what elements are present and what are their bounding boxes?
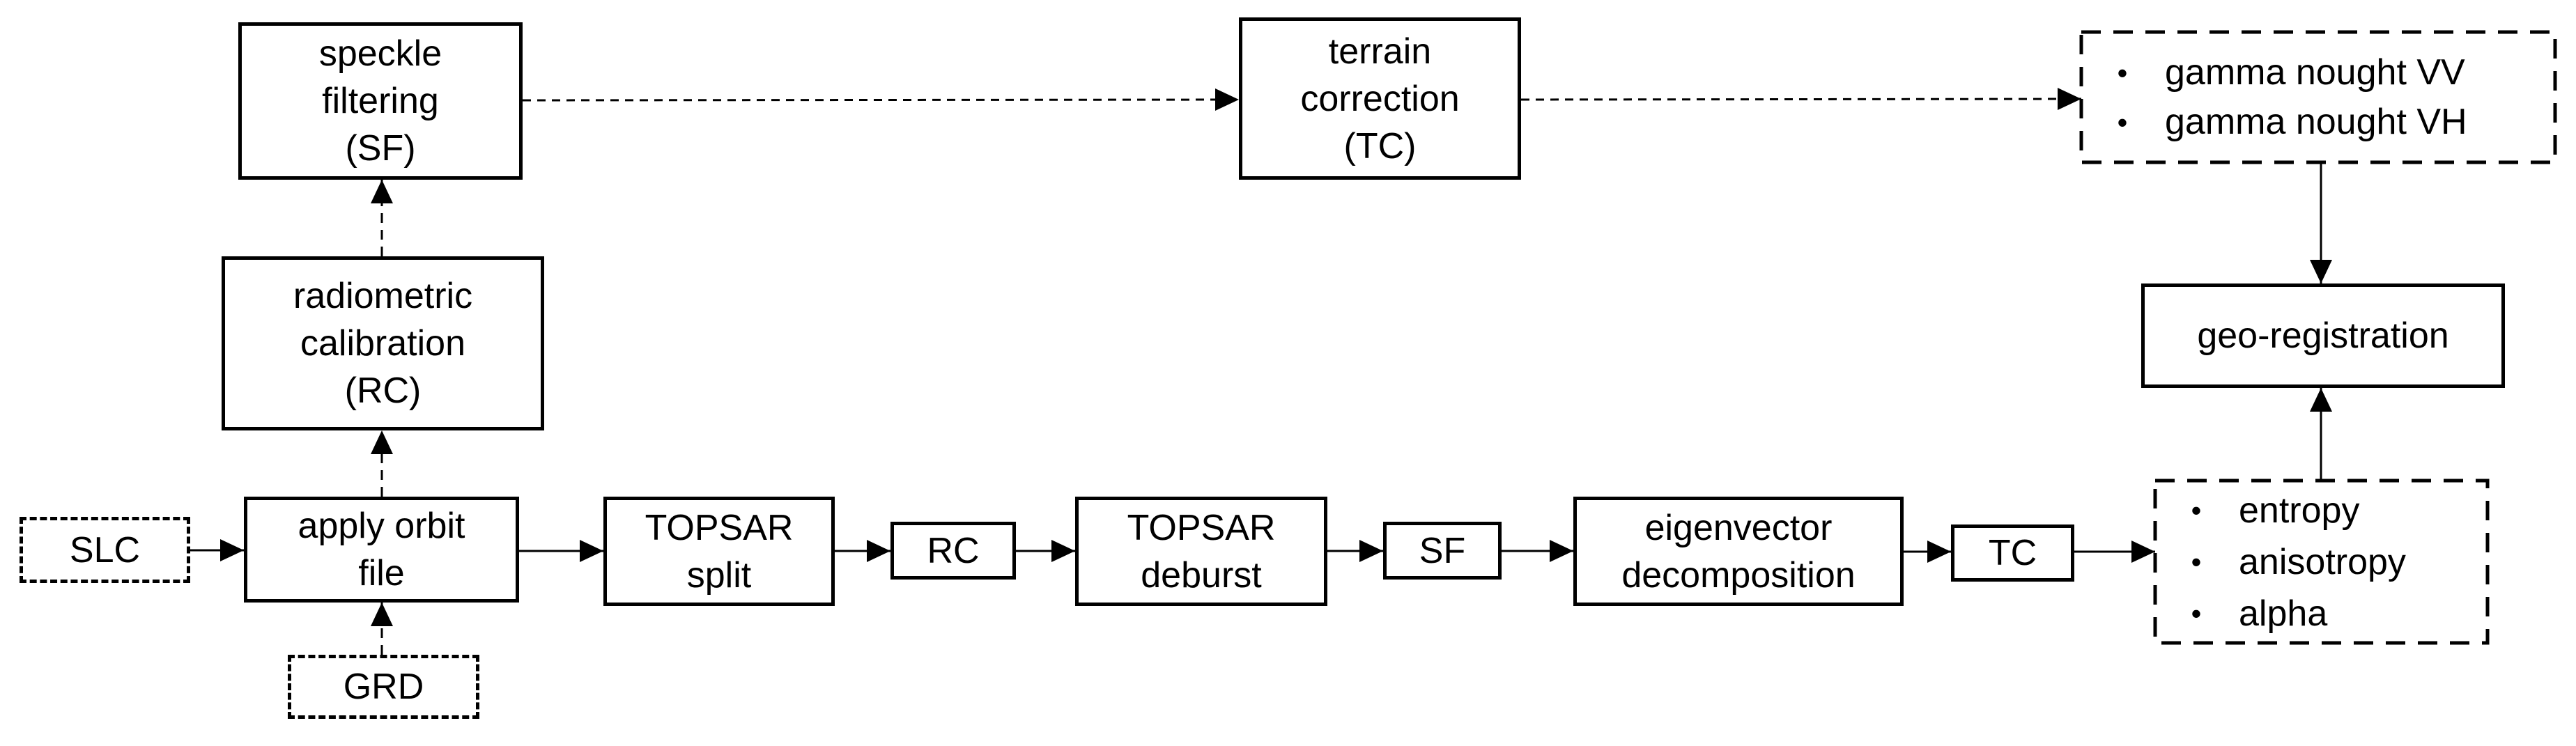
- node-slc-label: SLC: [69, 529, 141, 570]
- bullet-icon: •: [2191, 545, 2202, 578]
- node-sf-step-label: SF: [1419, 530, 1466, 571]
- bullet-icon: •: [2191, 493, 2202, 527]
- node-eigenvector-decomposition: eigenvector decomposition: [1573, 497, 1904, 606]
- arrow-terrain-correction-to-gamma-outputs: [1520, 88, 2082, 111]
- gamma-nought-vh-label: gamma nought VH: [2165, 101, 2467, 142]
- node-tc-step: TC: [1951, 524, 2074, 582]
- node-radiometric-calibration: radiometric calibration (RC): [222, 256, 544, 430]
- node-polarimetric-outputs: • entropy • anisotropy • alpha: [2155, 481, 2488, 643]
- node-sf-step: SF: [1383, 522, 1502, 580]
- gamma-nought-vv-label: gamma nought VV: [2165, 52, 2465, 93]
- list-item: • gamma nought VV: [2081, 48, 2555, 98]
- list-item: • alpha: [2155, 588, 2488, 639]
- bullet-icon: •: [2117, 56, 2128, 89]
- alpha-label: alpha: [2239, 593, 2328, 634]
- node-geo-registration: geo-registration: [2141, 283, 2505, 388]
- node-gamma-outputs: • gamma nought VV • gamma nought VH: [2081, 32, 2555, 162]
- node-topsar-split: TOPSAR split: [603, 497, 835, 606]
- node-radiometric-calibration-label: radiometric calibration (RC): [293, 276, 473, 411]
- node-apply-orbit-file-label: apply orbit file: [298, 506, 465, 593]
- bullet-icon: •: [2117, 105, 2128, 139]
- node-slc-input: SLC: [20, 517, 190, 583]
- entropy-label: entropy: [2239, 490, 2360, 531]
- node-terrain-correction: terrain correction (TC): [1239, 17, 1521, 180]
- node-rc-step: RC: [890, 522, 1016, 580]
- list-item: • gamma nought VH: [2081, 98, 2555, 147]
- bullet-icon: •: [2191, 596, 2202, 630]
- node-grd-input: GRD: [288, 655, 479, 719]
- node-topsar-split-label: TOPSAR split: [645, 507, 794, 596]
- node-speckle-filtering-label: speckle filtering (SF): [318, 33, 442, 169]
- node-terrain-correction-label: terrain correction (TC): [1300, 31, 1460, 166]
- list-item: • anisotropy: [2155, 536, 2488, 588]
- node-topsar-deburst: TOPSAR deburst: [1075, 497, 1327, 606]
- node-geo-registration-label: geo-registration: [2197, 316, 2449, 356]
- node-topsar-deburst-label: TOPSAR deburst: [1127, 507, 1276, 596]
- node-speckle-filtering: speckle filtering (SF): [238, 22, 523, 180]
- node-tc-step-label: TC: [1988, 533, 2037, 573]
- node-apply-orbit-file: apply orbit file: [244, 497, 519, 603]
- list-item: • entropy: [2155, 485, 2488, 536]
- node-grd-label: GRD: [343, 667, 424, 707]
- node-eigenvector-decomposition-label: eigenvector decomposition: [1621, 507, 1856, 596]
- node-rc-step-label: RC: [927, 530, 980, 571]
- anisotropy-label: anisotropy: [2239, 541, 2406, 582]
